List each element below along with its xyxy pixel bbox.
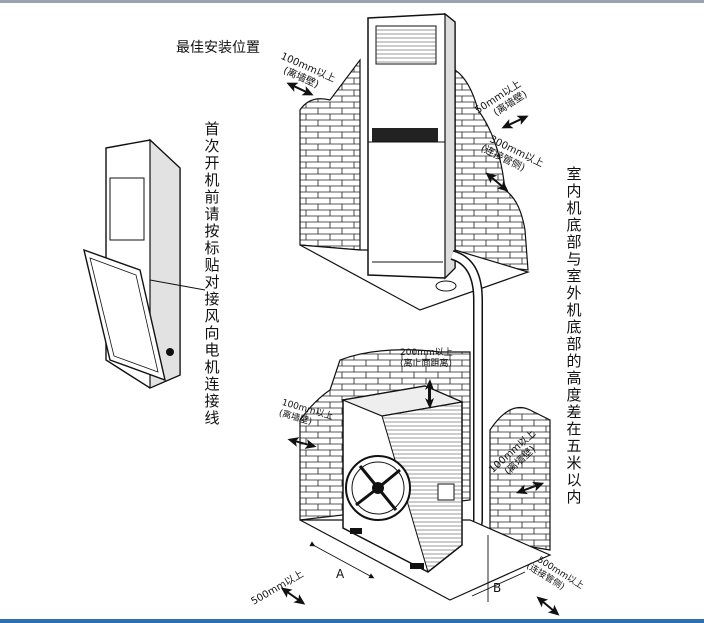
- top-border: [0, 0, 704, 3]
- bottom-border: [0, 619, 704, 623]
- indoor-unit: [367, 12, 456, 280]
- outdoor-unit: [340, 385, 465, 573]
- wire-connection-note: 首次开机前请按标贴对接风向电机连接线: [204, 120, 220, 427]
- indoor-unit-panel-inset: [83, 138, 206, 389]
- clearance-arrows: [280, 82, 560, 616]
- outdoor-top-note: (离上面距离): [400, 359, 453, 369]
- outdoor-top-dist: 200mm以上: [400, 348, 453, 358]
- page-title: 最佳安装位置: [176, 40, 260, 56]
- dimension-a-label: A: [336, 567, 345, 581]
- dimension-lines: [309, 535, 526, 602]
- outdoor-top-clearance: 200mm以上 (离上面距离): [400, 349, 453, 369]
- height-difference-note: 室内机底部与室外机底部的高度差在五米以内: [566, 165, 582, 506]
- dimension-b-label: B: [493, 581, 502, 595]
